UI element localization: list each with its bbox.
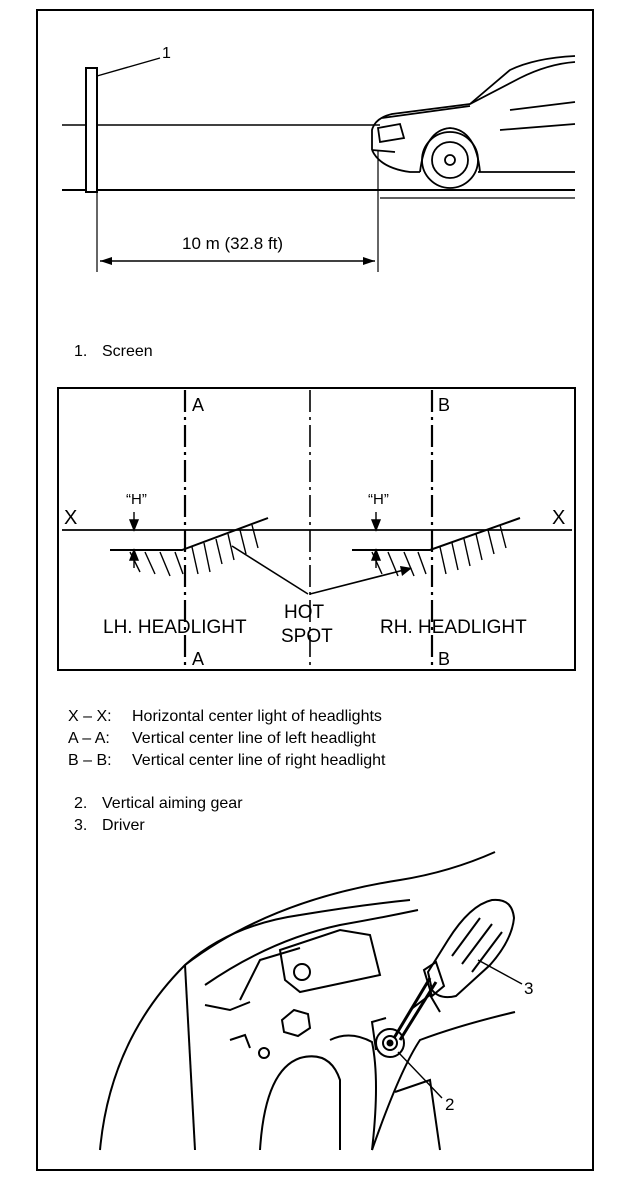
hot-spot-arrow-left [231,545,309,595]
callout-1-leader [96,57,161,77]
rh-cutoff-line [352,517,521,551]
callout-3-leader [477,959,523,985]
driver-shaft [392,977,432,1039]
label-x-right: X [552,507,566,529]
figure-frame [36,9,594,1171]
label-rh-headlight: RH. HEADLIGHT [380,617,527,638]
callout-2: 2 [445,1095,455,1114]
label-a-top: A [192,395,205,415]
h-dimension-right [370,512,382,568]
label-x-left: X [64,507,78,529]
label-b-top: B [438,395,451,415]
lh-hatching [129,524,259,577]
label-lh-headlight: LH. HEADLIGHT [103,617,247,638]
callout-2-leader [397,1051,443,1099]
label-a-bottom: A [192,649,205,669]
label-hot-spot-line2: SPOT [281,626,333,647]
legend-x-x: X – X:Horizontal center light of headlig… [68,708,382,725]
hex-nut [280,1008,312,1038]
part-driver: 3.Driver [74,817,145,834]
car-illustration [371,55,576,189]
legend-b-b: B – B:Vertical center line of right head… [68,752,386,769]
screen-border [57,387,576,671]
callout-1: 1 [162,45,171,62]
label-h-right: “H” [368,491,389,508]
label-hot-spot-line1: HOT [284,602,325,623]
label-b-bottom: B [438,649,451,669]
beam-pattern-diagram [57,387,576,671]
legend-a-a: A – A:Vertical center line of left headl… [68,730,376,747]
headlight-aiming-setup-diagram [62,55,576,272]
mount-bracket [278,928,382,994]
part-vertical-aiming-gear: 2.Vertical aiming gear [74,795,243,812]
h-dimension-left [128,512,140,568]
label-h-left: “H” [126,491,147,508]
screen-post [85,67,98,193]
callout-3: 3 [524,979,534,998]
driver-handle [426,898,516,999]
distance-label: 10 m (32.8 ft) [182,234,284,253]
caption-screen: 1.Screen [74,343,153,360]
hot-spot-arrow-right [309,569,405,595]
hood-edge [99,851,496,1151]
